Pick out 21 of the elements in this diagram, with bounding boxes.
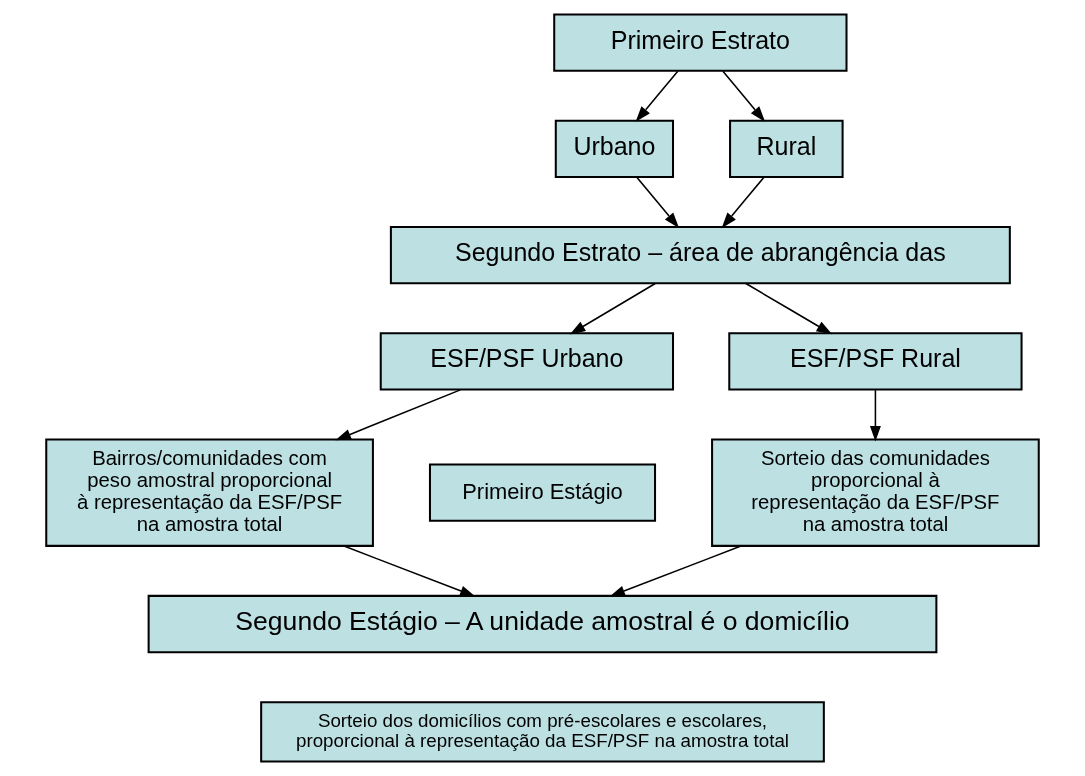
node-box: Primeiro Estrato bbox=[553, 13, 848, 72]
arrow bbox=[609, 545, 742, 597]
arrow bbox=[636, 176, 680, 229]
node-box: Sorteio das comunidades proporcional à representação da ESF/PSF na amostra total bbox=[711, 438, 1040, 547]
node-box: Segundo Estágio – A unidade amostral é o domicílio bbox=[147, 594, 938, 654]
arrow bbox=[569, 282, 656, 335]
arrow bbox=[335, 389, 462, 441]
node-box: Bairros/comunidades com peso amostral proporcional à representação da ESF/PSF na amostra total bbox=[45, 438, 374, 547]
node-box: Primeiro Estágio bbox=[428, 463, 657, 522]
arrow bbox=[721, 176, 765, 229]
arrow bbox=[635, 70, 679, 122]
arrow bbox=[869, 389, 881, 442]
node-box: Segundo Estrato – área de abrangência das bbox=[389, 226, 1011, 285]
node-box: ESF/PSF Rural bbox=[728, 332, 1023, 391]
node-box: Rural bbox=[729, 119, 844, 178]
arrow bbox=[745, 282, 833, 335]
node-box: ESF/PSF Urbano bbox=[379, 332, 675, 391]
arrow bbox=[343, 545, 476, 597]
arrow bbox=[722, 70, 766, 122]
node-box: Urbano bbox=[554, 119, 675, 178]
node-box: Sorteio dos domicílios com pré-escolares e escolares, proporcional à representação da ESF/PSF na amostra total bbox=[260, 701, 825, 763]
